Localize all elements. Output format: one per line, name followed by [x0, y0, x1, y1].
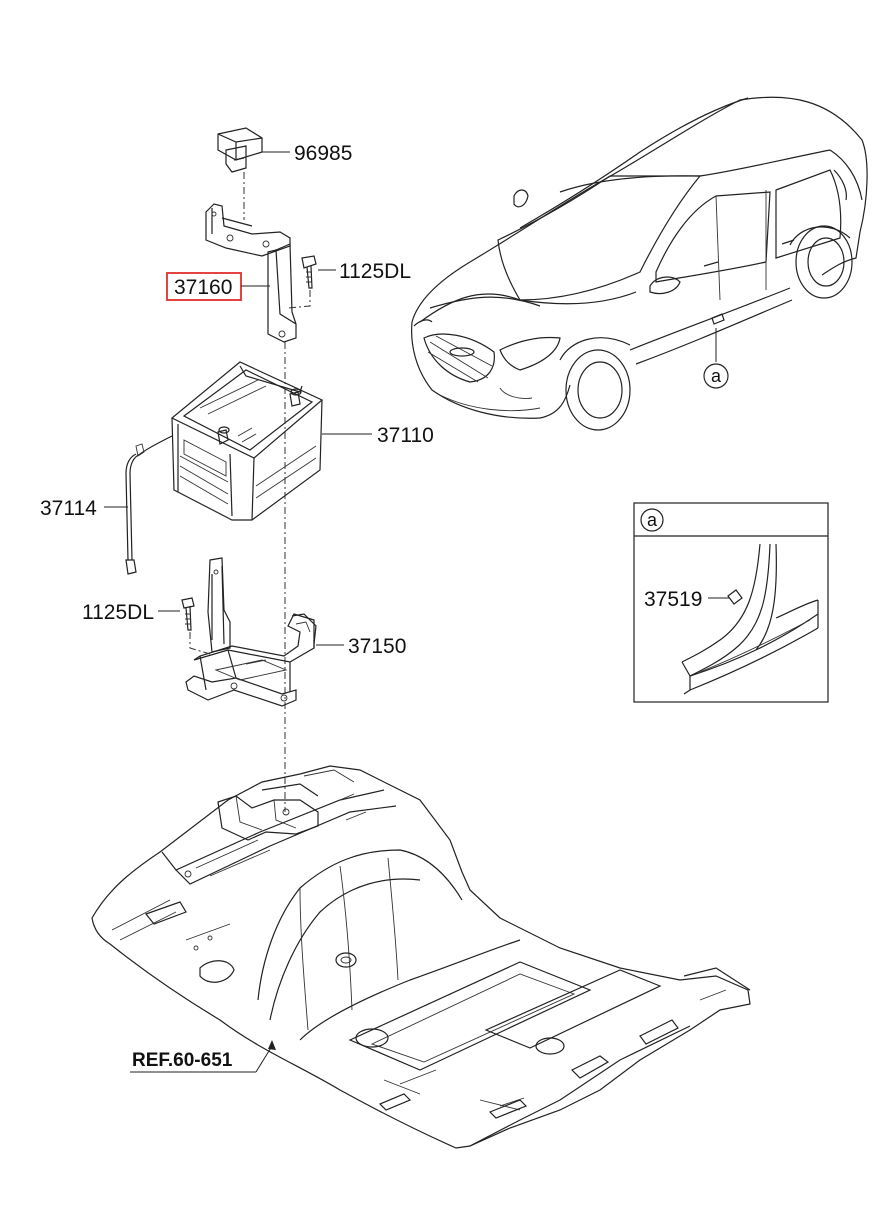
callout-1125dl-bottom[interactable]: 1125DL — [82, 601, 180, 624]
callout-96985[interactable]: 96985 — [262, 142, 352, 165]
vehicle-marker-callout[interactable]: a — [703, 328, 729, 389]
part-label-37160: 37160 — [174, 276, 232, 299]
floor-pan-drawing — [91, 765, 751, 1149]
part-label-37150: 37150 — [348, 635, 406, 658]
detail-marker-label: a — [647, 510, 658, 530]
callout-1125dl-top[interactable]: 1125DL — [318, 260, 411, 283]
part-label-1125dl-top: 1125DL — [339, 260, 411, 283]
callout-37114[interactable]: 37114 — [40, 497, 128, 520]
bolt-top-drawing — [301, 255, 317, 289]
vehicle-illustration — [411, 96, 868, 431]
battery-drawing — [170, 361, 324, 521]
reference-label: REF.60-651 — [132, 1050, 233, 1071]
callout-37519[interactable]: 37519 — [644, 588, 730, 611]
battery-sensor-drawing — [217, 127, 263, 173]
bolt-bottom-drawing — [181, 597, 195, 631]
reference-callout[interactable]: REF.60-651 — [130, 1040, 276, 1073]
vehicle-marker-label: a — [711, 366, 722, 386]
part-label-37110: 37110 — [377, 424, 434, 447]
battery-tray-drawing — [185, 557, 317, 707]
detail-view-panel: a — [633, 502, 829, 703]
vent-hose-drawing — [125, 435, 173, 575]
part-label-1125dl-bottom: 1125DL — [82, 601, 154, 624]
part-label-37114: 37114 — [40, 497, 97, 520]
callout-37110[interactable]: 37110 — [322, 424, 434, 447]
callout-37160[interactable]: 37160 — [166, 272, 270, 301]
part-label-96985: 96985 — [294, 142, 352, 165]
battery-clamp-drawing — [205, 203, 297, 343]
part-label-37519: 37519 — [644, 588, 702, 611]
callout-37150[interactable]: 37150 — [316, 635, 406, 658]
